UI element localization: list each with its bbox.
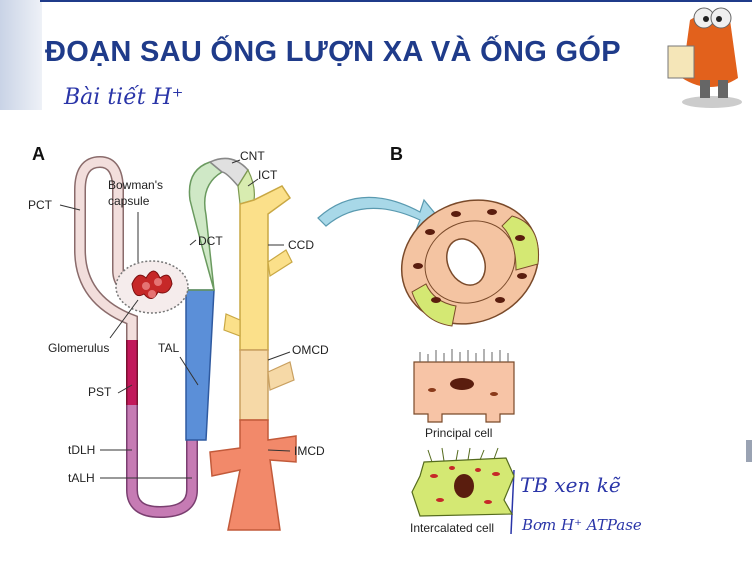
label-talh: tALH	[68, 471, 95, 485]
panel-a-letter: A	[32, 144, 45, 164]
principal-cell	[413, 349, 515, 423]
panel-b-letter: B	[390, 144, 403, 164]
label-cnt: CNT	[240, 149, 265, 163]
handwritten-note-right-2: Bơm H⁺ ATPase	[521, 516, 642, 534]
handwritten-note-right-1: TB xen kẽ	[520, 473, 621, 497]
panel-a-leader-lines	[59, 159, 291, 479]
ccd-branch-1	[267, 249, 293, 278]
label-principal-cell: Principal cell	[425, 426, 492, 440]
label-capsule: capsule	[108, 194, 150, 208]
intercalated-cell	[411, 447, 515, 517]
glomerulus	[131, 270, 173, 299]
tal-segment	[185, 289, 215, 441]
thin-limb-outline	[126, 405, 198, 519]
omcd-branch	[267, 361, 295, 391]
top-rule	[40, 0, 752, 2]
label-bowman: Bowman's	[108, 178, 163, 192]
label-intercalated-cell: Intercalated cell	[410, 521, 494, 535]
slide-title: ĐOẠN SAU ỐNG LƯỢN XA VÀ ỐNG GÓP	[45, 36, 621, 68]
omcd-segment	[239, 349, 269, 421]
doctor-mascot-icon	[667, 7, 742, 108]
ccd-branch-2	[223, 313, 241, 337]
label-pst: PST	[88, 385, 112, 399]
handwritten-bracket	[510, 469, 515, 535]
handwritten-note-top: Bài tiết H⁺	[63, 84, 183, 110]
tubule-cross-section	[400, 199, 540, 327]
label-omcd: OMCD	[292, 343, 329, 357]
label-dct: DCT	[198, 234, 223, 248]
label-imcd: IMCD	[294, 444, 325, 458]
label-tdlh: tDLH	[68, 443, 95, 457]
label-glomerulus: Glomerulus	[48, 341, 109, 355]
label-ccd: CCD	[288, 238, 314, 252]
imcd-segment	[209, 419, 297, 531]
label-tal: TAL	[158, 341, 179, 355]
label-ict: ICT	[258, 168, 278, 182]
thin-limb-segment	[127, 405, 197, 517]
corner-decoration	[0, 0, 42, 110]
dct-segment	[186, 161, 224, 291]
scrollbar-thumb[interactable]	[746, 440, 752, 462]
label-pct: PCT	[28, 198, 53, 212]
